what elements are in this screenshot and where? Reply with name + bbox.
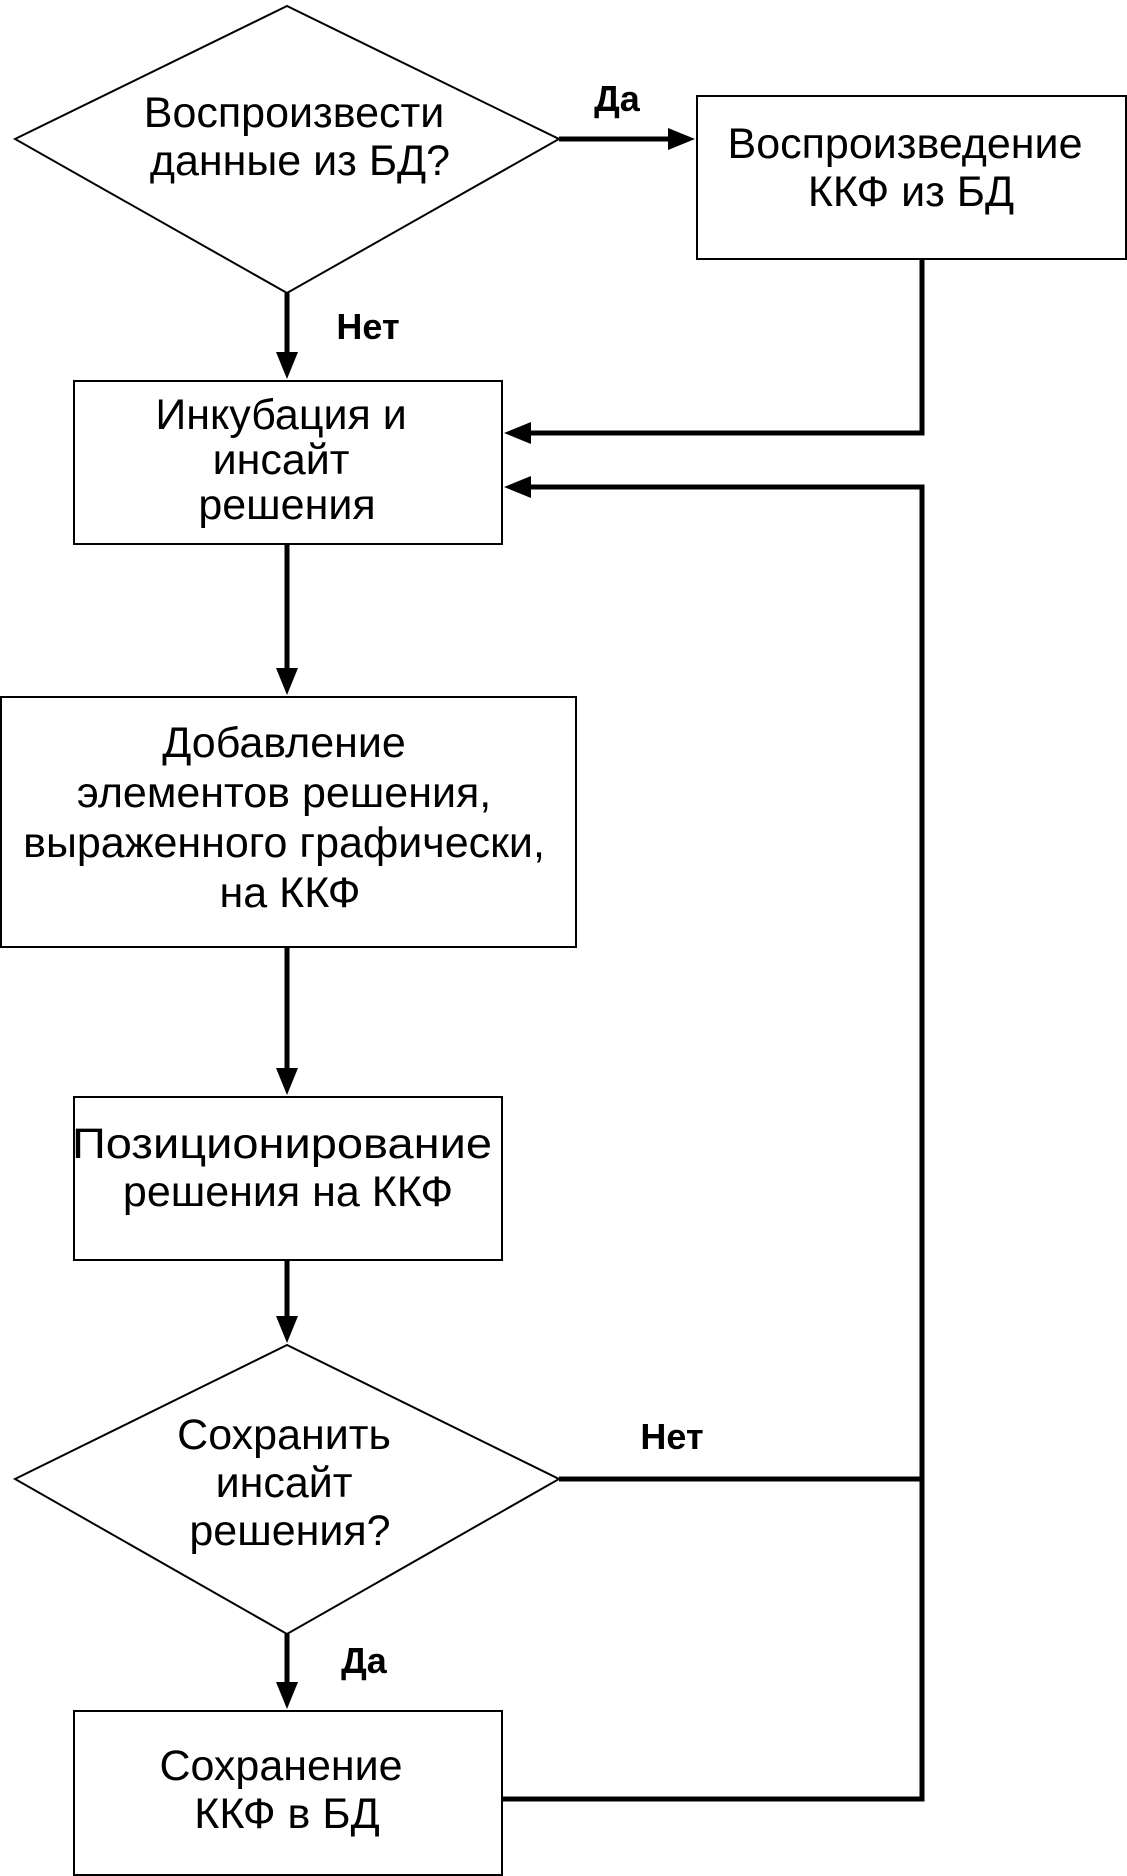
edge-save-no-arrow (504, 476, 531, 498)
edge-save-yes-arrow (276, 1682, 298, 1709)
replay-kkf-box (696, 95, 1127, 260)
add-elements-line-3: выраженного графически, (23, 819, 545, 867)
replay-kkf-line-1: Воспроизведение (728, 120, 1083, 168)
save-kkf-line-1: Сохранение (159, 1742, 402, 1790)
decision-save-line-2: инсайт (216, 1459, 353, 1507)
incubation-line-3: решения (198, 481, 375, 529)
decision-replay-line-2: данные из БД? (150, 137, 450, 185)
replay-kkf-line-2: ККФ из БД (808, 168, 1014, 216)
save-kkf-text: Сохранение ККФ в БД (159, 1742, 414, 1838)
add-elements-box (0, 696, 577, 948)
decision-save-line-1: Сохранить (177, 1411, 391, 1459)
decision-save-text: Сохранить инсайт решения? (177, 1411, 403, 1555)
edge-save-to-loop-line (502, 1479, 925, 1802)
edge-label-save-no: Нет (640, 1416, 703, 1457)
replay-kkf-text: Воспроизведение ККФ из БД (728, 120, 1095, 216)
add-elements-line-2: элементов решения, (77, 769, 491, 817)
edge-add-to-positioning-arrow (276, 1068, 298, 1095)
positioning-text: Позиционирование решения на ККФ (72, 1120, 504, 1216)
save-kkf-box (73, 1710, 503, 1876)
edge-replay-to-incubation-line (528, 259, 925, 436)
save-kkf-line-2: ККФ в БД (194, 1790, 379, 1838)
edge-label-replay-no: Нет (336, 306, 399, 347)
add-elements-text: Добавление элементов решения, выраженног… (23, 719, 557, 917)
edge-positioning-to-save-arrow (276, 1316, 298, 1343)
decision-replay-line-1: Воспроизвести (144, 89, 444, 137)
incubation-text: Инкубация и инсайт решения (155, 391, 418, 529)
edge-replay-yes-arrow (668, 128, 695, 150)
edge-incubation-to-add-arrow (276, 668, 298, 695)
incubation-box (73, 380, 503, 545)
edge-label-save-yes: Да (341, 1640, 388, 1681)
positioning-line-1: Позиционирование (72, 1120, 492, 1168)
decision-replay-text: Воспроизвести данные из БД? (144, 89, 456, 185)
edge-replay-to-incubation-arrow (504, 422, 531, 444)
incubation-line-1: Инкубация и (155, 391, 406, 439)
add-elements-line-1: Добавление (162, 719, 406, 767)
edge-label-replay-yes: Да (594, 78, 641, 119)
add-elements-line-4: на ККФ (220, 869, 361, 917)
positioning-line-2: решения на ККФ (123, 1168, 453, 1216)
incubation-line-2: инсайт (213, 436, 350, 484)
edge-save-no-line (528, 484, 925, 1482)
decision-save-line-3: решения? (189, 1507, 390, 1555)
positioning-box (73, 1096, 503, 1261)
edge-replay-no-arrow (276, 352, 298, 379)
